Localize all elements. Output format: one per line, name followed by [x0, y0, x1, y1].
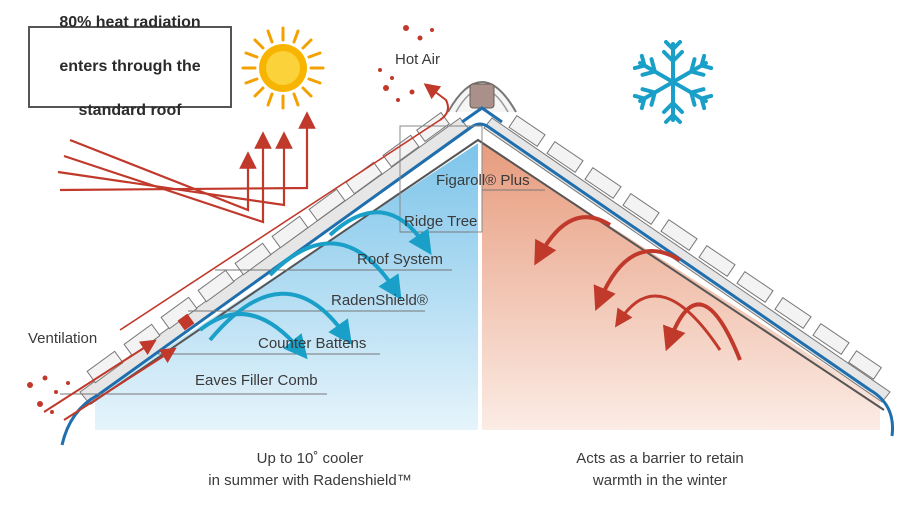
membrane-line: [60, 122, 895, 446]
ridge-figaroll: [447, 81, 517, 124]
warm-air-arrows: [534, 215, 742, 361]
label-figaroll-plus: Figaroll® Plus: [436, 172, 530, 189]
caption-left-line2: in summer with Radenshield™: [208, 472, 412, 489]
ventilation-marker: [177, 313, 195, 331]
caption-right-line1: Acts as a barrier to retain: [576, 450, 744, 467]
heat-radiation-arrows: [57, 111, 316, 224]
heat-dots: [27, 25, 434, 414]
caption-left-line1: Up to 10˚ cooler: [256, 450, 364, 467]
label-counter-battens: Counter Battens: [258, 335, 367, 352]
cool-air-arrows: [198, 210, 432, 360]
heat-note-line3: standard roof: [78, 102, 182, 119]
label-hot-air: Hot Air: [395, 51, 441, 68]
center-divider: [478, 142, 482, 432]
label-eaves-filler-comb: Eaves Filler Comb: [195, 372, 318, 389]
batten-line: [89, 138, 885, 411]
heat-note-line2: enters through the: [59, 58, 201, 75]
label-radenshield: RadenShield®: [331, 292, 428, 309]
label-ridge-tree: Ridge Tree: [404, 213, 478, 230]
roof-tiles-left: [79, 111, 469, 403]
caption-left: Up to 10˚ cooler in summer with Radenshi…: [150, 448, 470, 492]
label-roof-system: Roof System: [357, 251, 443, 268]
heat-note-line1: 80% heat radiation: [59, 14, 201, 31]
caption-right: Acts as a barrier to retain warmth in th…: [500, 448, 820, 492]
snowflake-icon: [631, 40, 715, 124]
heat-radiation-note: 80% heat radiation enters through the st…: [28, 14, 232, 119]
sun-icon: [241, 26, 325, 110]
label-ventilation: Ventilation: [28, 330, 98, 347]
caption-right-line2: warmth in the winter: [592, 472, 728, 489]
warm-interior: [480, 142, 880, 430]
eave-airflow-arrows: [43, 83, 449, 421]
